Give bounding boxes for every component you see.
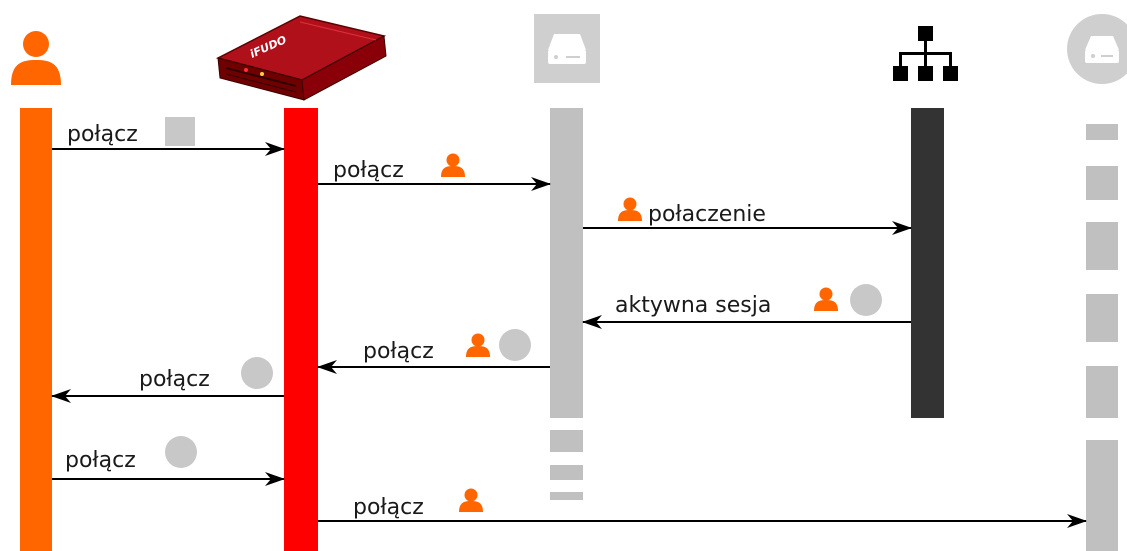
network-lifeline [911, 108, 944, 418]
server-icon [534, 14, 600, 83]
message-connect-user-to-fudo-2: połącz [52, 436, 285, 486]
gray-circle-icon [499, 329, 531, 361]
user-icon [441, 153, 465, 177]
user-icon [11, 31, 61, 85]
message-label: połącz [65, 448, 136, 473]
user-icon [459, 488, 483, 512]
message-connect-fudo-to-user: połącz [51, 357, 284, 403]
gray-square-icon [165, 117, 195, 146]
message-connect-user-to-fudo: połącz [52, 117, 285, 156]
message-label: połącz [353, 495, 424, 520]
server-lifeline [550, 108, 583, 500]
gray-circle-icon [165, 436, 197, 468]
fudo-lifeline [284, 108, 318, 551]
gray-circle-icon [850, 284, 882, 316]
user-lifeline [20, 108, 52, 551]
user-icon [814, 287, 838, 311]
fudo-appliance-icon: iFUDO [215, 15, 387, 101]
server-round-icon [1067, 14, 1127, 84]
message-label: aktywna sesja [615, 293, 771, 318]
message-label: połącz [139, 367, 210, 392]
message-label: połaczenie [648, 202, 766, 227]
message-label: połącz [67, 122, 138, 147]
message-label: połącz [333, 158, 404, 183]
message-connect-server-to-fudo: połącz [317, 329, 550, 374]
network-hierarchy-icon [893, 26, 958, 81]
resource-lifeline [1086, 124, 1118, 551]
message-connect-fudo-to-server: połącz [318, 153, 551, 191]
message-label: połącz [363, 339, 434, 364]
gray-circle-icon [241, 357, 273, 389]
user-icon [618, 197, 642, 221]
message-connect-fudo-to-resource: połącz [318, 488, 1087, 528]
user-icon [466, 333, 490, 357]
message-active-session-network-to-server: aktywna sesja [582, 284, 911, 329]
message-connection-server-to-network: połaczenie [583, 197, 912, 235]
